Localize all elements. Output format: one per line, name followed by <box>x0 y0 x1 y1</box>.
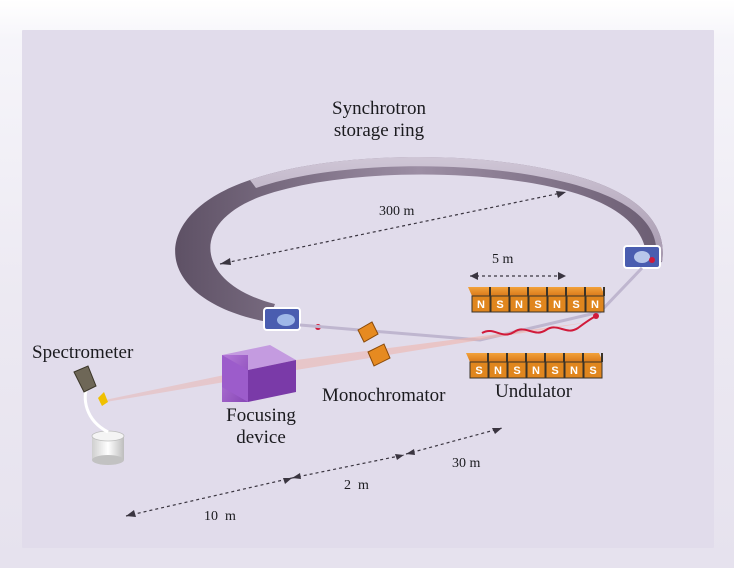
undulator-bottom-pole-label: N <box>494 365 502 377</box>
ring-wall <box>175 157 663 322</box>
undulator-top-pole-label: N <box>477 299 485 311</box>
undulator-bottom-magnet-block <box>507 361 527 379</box>
electron-path <box>481 315 597 336</box>
ring-left-inner <box>277 314 295 326</box>
undulator-top-magnet-block <box>471 295 491 313</box>
undulator-top-magnet-block <box>509 295 529 313</box>
ring-title: Synchrotron storage ring <box>316 98 442 142</box>
undulator-top-top-face <box>468 287 605 296</box>
focusing-line2: device <box>236 426 286 448</box>
undulator-top-pole-label: S <box>572 299 579 311</box>
undulator-bottom-magnet-block <box>545 361 565 379</box>
undulator-bottom-magnet-block <box>488 361 508 379</box>
undulator-top-pole-label: S <box>496 299 503 311</box>
focusing-device <box>222 345 296 402</box>
undulator-bottom-pole-label: S <box>551 365 558 377</box>
spectrometer-label: Spectrometer <box>32 342 134 363</box>
undulator-bottom-pole-label: N <box>570 365 578 377</box>
dim-5m-label: 5 m <box>492 252 514 267</box>
dim-300m-line <box>219 191 567 265</box>
undulator-bottom-pole-label: S <box>513 365 520 377</box>
undulator-bottom-magnet-block <box>526 361 546 379</box>
dim-2m-label: 2 m <box>344 478 369 493</box>
dim-300m-label: 300 m <box>379 204 415 219</box>
undulator-top-magnet-block <box>566 295 586 313</box>
monochromator <box>357 321 391 367</box>
ring-right-inner <box>634 251 650 263</box>
undulator-label: Undulator <box>495 381 573 402</box>
undulator-bottom-magnet-block <box>583 361 603 379</box>
undulator-top-magnet-block <box>547 295 567 313</box>
undulator-bottom-pole-label: N <box>532 365 540 377</box>
storage-ring <box>175 157 663 331</box>
dim-10m-line <box>125 477 293 517</box>
ring-title-line1: Synchrotron <box>332 98 426 119</box>
undulator-bottom-magnet-block <box>469 361 489 379</box>
spectrometer <box>73 365 125 465</box>
dimension-arrowheads <box>126 191 566 517</box>
undulator-top-pole-label: N <box>553 299 561 311</box>
dim-30m-line <box>405 427 503 455</box>
dim-30m-label: 30 m <box>452 456 481 471</box>
undulator-top-pole-label: N <box>591 299 599 311</box>
dim-2m-line <box>291 454 405 479</box>
undulator-top-pole-label: N <box>515 299 523 311</box>
ring-title-line2: storage ring <box>333 119 425 141</box>
focusing-line1: Focusing <box>226 405 296 426</box>
undulator-top-magnet-block <box>528 295 548 313</box>
dimension-lines <box>125 191 567 517</box>
beam-pipe <box>299 266 644 342</box>
undulator-top-magnet-block <box>585 295 605 313</box>
undulator-bottom-top-face <box>466 353 603 362</box>
undulator-top-pole-label: S <box>534 299 541 311</box>
undulator-bottom-pole-label: S <box>475 365 482 377</box>
undulator-bottom-magnet-block <box>564 361 584 379</box>
electron-dot-undulator <box>593 313 599 319</box>
undulator-bottom-pole-label: S <box>589 365 596 377</box>
undulator-top-magnet-block <box>490 295 510 313</box>
electron-dot-right <box>649 257 655 263</box>
focusing-device-label: Focusing device <box>216 405 306 449</box>
dim-10m-label: 10 m <box>204 509 236 524</box>
monochromator-label: Monochromator <box>322 385 446 406</box>
